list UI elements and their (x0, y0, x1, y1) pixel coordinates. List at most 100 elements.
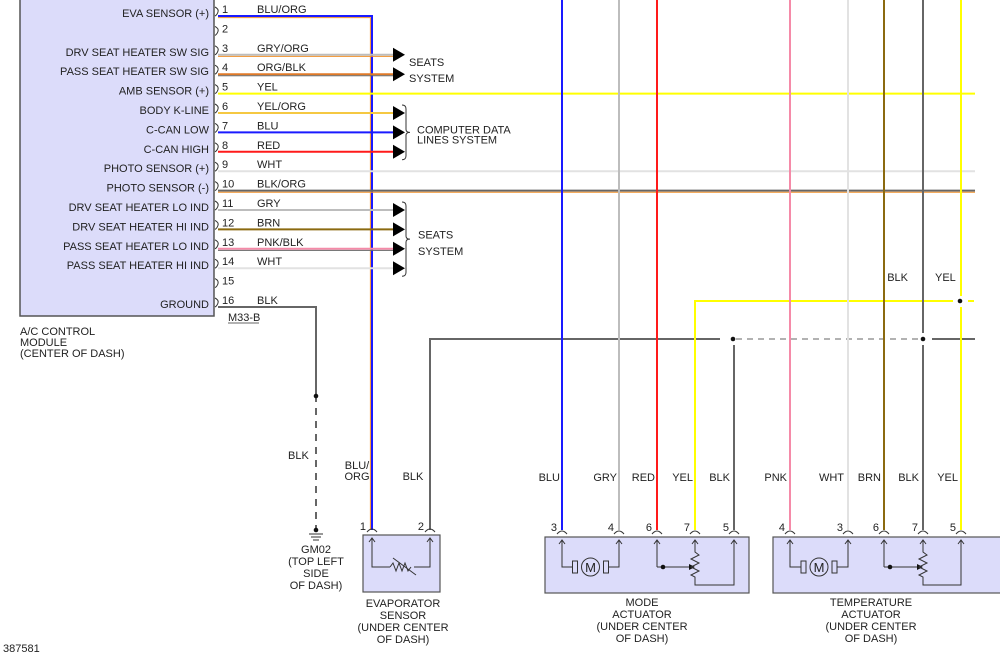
pin-label: C-CAN HIGH (144, 144, 209, 156)
wire-color-label: BLK (709, 472, 730, 484)
wires-layer (218, 0, 975, 530)
connector-cavity (214, 239, 219, 250)
pin-number: 7 (684, 522, 690, 534)
pin-number: 2 (418, 521, 424, 533)
connector-cavity (214, 6, 219, 17)
module-box (19, 0, 215, 317)
pin-label: C-CAN LOW (146, 124, 210, 136)
wire-color-label: BLK (898, 472, 919, 484)
pin-number: 14 (222, 256, 234, 268)
motor-label: M (585, 560, 596, 575)
wire-color-label: RED (257, 140, 280, 152)
evaporator-sensor-box (362, 534, 441, 593)
arrow-icon (393, 222, 405, 237)
wire-color-label: YEL (937, 472, 958, 484)
wire-color-label: GRY (593, 472, 617, 484)
brace (401, 104, 411, 161)
wire-color-label: WHT (257, 256, 282, 268)
splice-dot (957, 298, 963, 304)
wire-color-label: BRN (858, 472, 881, 484)
system-label: LINES SYSTEM (417, 134, 497, 146)
arrow-icon (393, 125, 405, 140)
wire-color-label: BLU/ORG (257, 4, 307, 16)
pin-label: GROUND (160, 299, 209, 311)
pin-number: 5 (222, 82, 228, 94)
system-label: COMPUTER DATA (417, 124, 511, 136)
pin-number: 3 (551, 522, 557, 534)
pot-dot (660, 564, 666, 570)
temp-actuator-label: TEMPERATURE (830, 597, 912, 609)
connector-id: M33-B (228, 312, 260, 324)
arrow-icon (393, 47, 405, 62)
connector-cavity (917, 530, 929, 535)
splice-dot (730, 336, 736, 342)
thermistor-icon (392, 557, 417, 576)
pin-label: PHOTO SENSOR (+) (104, 163, 209, 175)
pin-number: 4 (779, 522, 785, 534)
connector-cavity (214, 181, 219, 192)
wire-color-label: BLU (539, 472, 560, 484)
motor-brush (831, 560, 838, 574)
pin-label: BODY K-LINE (140, 105, 210, 117)
wire-color-label: BLK (887, 272, 908, 284)
wire-color-label: BLK (403, 471, 424, 483)
connector-cavity (214, 200, 219, 211)
wire-color-label: YEL (257, 82, 278, 94)
motor-brush (572, 560, 578, 574)
potentiometer-icon (689, 540, 735, 586)
pin-number: 3 (222, 43, 228, 55)
pin-number: 7 (912, 522, 918, 534)
pin-number: 10 (222, 179, 234, 191)
evaporator-sensor-label: OF DASH) (377, 634, 430, 646)
pot-dot (887, 564, 893, 570)
connector-cavity (214, 142, 219, 153)
pin-number: 1 (222, 4, 228, 16)
connector-cavity (214, 122, 219, 133)
pin-label: PASS SEAT HEATER SW SIG (60, 66, 209, 78)
wire-color-label: PNK (764, 472, 787, 484)
ac-control-module: EVA SENSOR (+)DRV SEAT HEATER SW SIGPASS… (19, 0, 219, 317)
connector-cavity (214, 219, 219, 230)
sensor-trace (414, 538, 431, 568)
wire-color-label: ORG (344, 471, 369, 483)
mode-actuator-label: MODE (626, 597, 659, 609)
connector-cavity (878, 530, 890, 535)
connector-cavity (214, 84, 219, 95)
ground-label: OF DASH) (290, 580, 343, 592)
brace (401, 201, 411, 277)
connector-cavity (214, 25, 219, 36)
wire-color-label: BLK (288, 450, 309, 462)
components-layer (309, 47, 1000, 594)
evaporator-sensor-label: EVAPORATOR (366, 598, 441, 610)
wire-ground (218, 306, 317, 395)
system-label: SEATS (418, 229, 453, 241)
connector-cavity (424, 528, 436, 533)
pin-label: DRV SEAT HEATER SW SIG (66, 47, 209, 59)
motor-trace (789, 540, 801, 568)
arrow-icon (393, 261, 405, 276)
wire-color-label: WHT (819, 472, 844, 484)
temp-actuator-label: OF DASH) (845, 633, 898, 645)
pin-number: 5 (723, 522, 729, 534)
pin-number: 4 (222, 62, 228, 74)
wire-color-label: BLU (257, 120, 278, 132)
wire-color-label: YEL (672, 472, 693, 484)
pin-number: 15 (222, 276, 234, 288)
connector-cavity (556, 530, 568, 535)
pin-number: 4 (608, 522, 614, 534)
pin-number: 2 (222, 23, 228, 35)
connector-cavity (613, 530, 625, 535)
system-label: SEATS (409, 57, 444, 69)
wire-color-label: GRY/ORG (257, 43, 309, 55)
module-name: (CENTER OF DASH) (20, 348, 125, 360)
pin-number: 11 (222, 198, 233, 210)
ground-label: SIDE (303, 568, 329, 580)
thermistor-icon (389, 561, 412, 573)
wire-yel-branch (694, 300, 953, 530)
wire-color-label: ORG/BLK (257, 62, 307, 74)
connector-cavity (651, 530, 663, 535)
temp-actuator-box (772, 536, 1000, 594)
diagram-id: 387581 (3, 643, 40, 655)
connector-cavity (214, 278, 219, 289)
wire-color-label: PNK/BLK (257, 237, 304, 249)
